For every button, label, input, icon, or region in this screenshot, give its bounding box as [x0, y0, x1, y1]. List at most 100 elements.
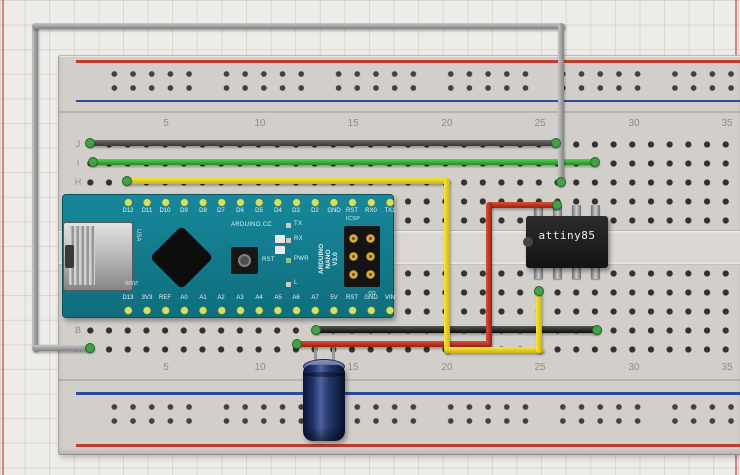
- pin-label: A7: [311, 295, 319, 301]
- bottom-rail-blue-line: [76, 392, 740, 395]
- l-led: [286, 282, 291, 287]
- attiny85-chip[interactable]: attiny85: [523, 216, 608, 268]
- pin-label: A4: [255, 295, 263, 301]
- wire-endpoint[interactable]: [122, 176, 132, 186]
- pin-label: D12: [122, 208, 134, 214]
- board-name-text: ARDUINO NANO V3.0: [318, 230, 342, 288]
- pin-label: 5V: [330, 295, 338, 301]
- wire-red-segment[interactable]: [294, 341, 490, 347]
- pin-label: RST: [346, 208, 358, 214]
- wire-dark-gray[interactable]: [87, 140, 557, 146]
- arduino-infinity-logo: ∞: [368, 287, 376, 299]
- wire-gray-loop-segment[interactable]: [32, 345, 94, 351]
- wire-endpoint[interactable]: [292, 339, 302, 349]
- wire-black[interactable]: [313, 326, 600, 333]
- icsp-pin: [349, 234, 358, 243]
- icsp-header: [344, 226, 380, 287]
- usa-text: USA: [135, 229, 141, 242]
- wire-gray-loop-segment[interactable]: [558, 23, 564, 185]
- wire-yellow-segment[interactable]: [444, 347, 544, 353]
- top-rail-red-line: [76, 60, 740, 63]
- column-number: 10: [254, 118, 266, 129]
- pin-label: GND: [364, 295, 378, 301]
- paper-margin-left: [2, 0, 4, 475]
- wire-green[interactable]: [90, 159, 598, 165]
- wire-endpoint[interactable]: [85, 343, 95, 353]
- board-groove-top: [59, 111, 740, 113]
- wire-yellow-segment[interactable]: [444, 178, 450, 353]
- board-groove-bottom: [59, 379, 740, 381]
- attiny-pin[interactable]: [572, 266, 581, 279]
- pin-label: D5: [255, 208, 263, 214]
- year-text: 2009: [125, 279, 139, 285]
- wire-endpoint[interactable]: [590, 157, 600, 167]
- row-letter: I: [76, 158, 80, 168]
- column-number: 15: [347, 118, 359, 129]
- breadboard[interactable]: 5 10 15 20 25 30 35 5 10 15 20 25 30 35 …: [58, 55, 740, 455]
- pin-label: A3: [236, 295, 244, 301]
- arduino-nano-board[interactable]: D12 D11 D10 D9 D8 D7 D6 D5 D4 D3 D2 GND …: [62, 194, 400, 318]
- attiny-pin[interactable]: [591, 205, 600, 218]
- wire-red-segment[interactable]: [487, 202, 560, 208]
- brand-text: ARDUINO.CC: [231, 222, 273, 228]
- chip-notch: [523, 237, 533, 247]
- pin-label: D10: [159, 208, 171, 214]
- rx-label: RX: [294, 236, 303, 242]
- bottom-rail-red-line: [76, 444, 740, 447]
- capacitor-leg: [314, 342, 317, 370]
- reset-button[interactable]: [231, 247, 258, 274]
- pin-label: 3V3: [141, 295, 153, 301]
- wire-yellow-segment[interactable]: [124, 178, 450, 184]
- column-number: 10: [254, 362, 266, 373]
- wire-gray-loop-segment[interactable]: [32, 23, 565, 29]
- board-name-line: ARDUINO: [318, 243, 325, 275]
- attiny-pin[interactable]: [534, 266, 543, 279]
- attiny-pin[interactable]: [553, 205, 562, 218]
- wire-endpoint[interactable]: [592, 325, 602, 335]
- attiny-pin[interactable]: [591, 266, 600, 279]
- pin-label: REF: [159, 295, 171, 301]
- column-number: 30: [628, 362, 640, 373]
- solder-jumper-pad: [275, 246, 285, 254]
- pin-label: RX0: [365, 208, 377, 214]
- attiny-pin[interactable]: [553, 266, 562, 279]
- column-number: 35: [721, 362, 733, 373]
- pin-label: D8: [199, 208, 207, 214]
- column-number: 35: [721, 118, 733, 129]
- pin-label: GND: [327, 208, 341, 214]
- pin-label: A0: [180, 295, 188, 301]
- pin-label: A2: [217, 295, 225, 301]
- diamond-silkscreen: [149, 225, 214, 290]
- attiny-pin[interactable]: [534, 205, 543, 218]
- column-number: 25: [534, 118, 546, 129]
- board-name-line: NANO: [325, 249, 332, 269]
- pin-label: D4: [274, 208, 282, 214]
- tx-label: TX: [294, 221, 303, 227]
- wire-endpoint[interactable]: [85, 138, 95, 148]
- l-label: L: [294, 280, 298, 286]
- electrolytic-capacitor[interactable]: [303, 365, 345, 441]
- column-number: 15: [347, 362, 359, 373]
- nano-top-pads: [119, 196, 400, 209]
- pin-label: A5: [274, 295, 282, 301]
- wire-endpoint[interactable]: [552, 200, 562, 210]
- nano-bottom-pads: [119, 304, 400, 317]
- wire-red-segment[interactable]: [486, 202, 492, 348]
- pin-label: D6: [236, 208, 244, 214]
- column-number: 20: [441, 118, 453, 129]
- wire-gray-loop-segment[interactable]: [32, 23, 38, 351]
- pin-label: D2: [311, 208, 319, 214]
- wire-endpoint[interactable]: [551, 138, 561, 148]
- wire-endpoint[interactable]: [556, 177, 566, 187]
- wire-endpoint[interactable]: [88, 157, 98, 167]
- column-number: 5: [163, 118, 169, 129]
- wire-yellow-segment[interactable]: [536, 288, 542, 353]
- row-letter: H: [74, 177, 82, 187]
- solder-jumper-pad: [275, 235, 285, 243]
- pin-label: TX1: [384, 208, 396, 214]
- attiny-pin[interactable]: [572, 205, 581, 218]
- wire-endpoint[interactable]: [311, 325, 321, 335]
- wire-endpoint[interactable]: [534, 286, 544, 296]
- top-rail-blue-line: [76, 99, 740, 102]
